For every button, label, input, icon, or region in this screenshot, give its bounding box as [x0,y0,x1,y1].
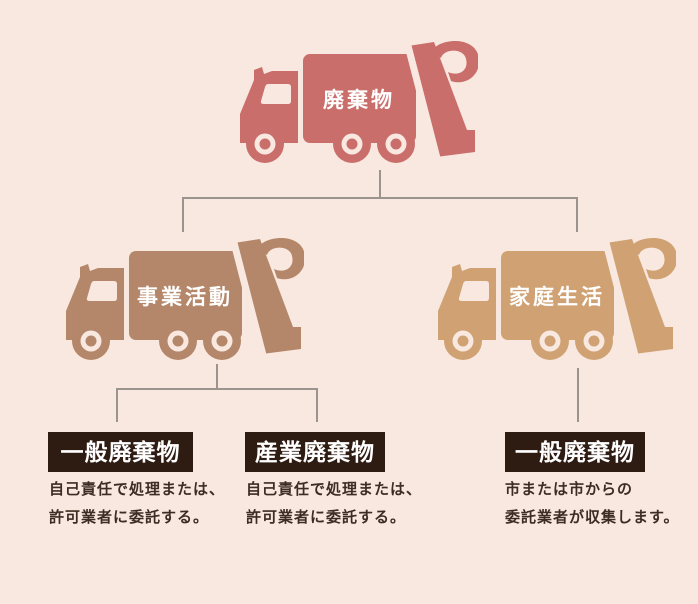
description-industrial-waste: 自己責任で処理または、 許可業者に委託する。 [246,476,422,532]
truck-label-household-life: 家庭生活 [509,286,605,309]
description-line: 自己責任で処理または、 [49,481,226,498]
truck-waste: 廃棄物 [238,40,478,165]
description-line: 自己責任で処理または、 [246,481,423,498]
description-general-waste-business: 自己責任で処理または、 許可業者に委託する。 [49,476,225,532]
truck-label-waste: 廃棄物 [323,89,395,112]
description-general-waste-household: 市または市からの 委託業者が収集します。 [505,476,680,532]
description-line: 許可業者に委託する。 [246,509,407,526]
truck-business-activity: 事業活動 [64,237,304,362]
description-line: 許可業者に委託する。 [49,509,210,526]
category-box-general-waste-household: 一般廃棄物 [505,432,645,472]
truck-label-business-activity: 事業活動 [137,286,233,309]
category-box-industrial-waste: 産業廃棄物 [245,432,385,472]
description-line: 委託業者が収集します。 [505,509,680,526]
description-line: 市または市からの [505,481,634,498]
category-box-general-waste-business: 一般廃棄物 [48,432,193,472]
truck-household-life: 家庭生活 [436,237,676,362]
